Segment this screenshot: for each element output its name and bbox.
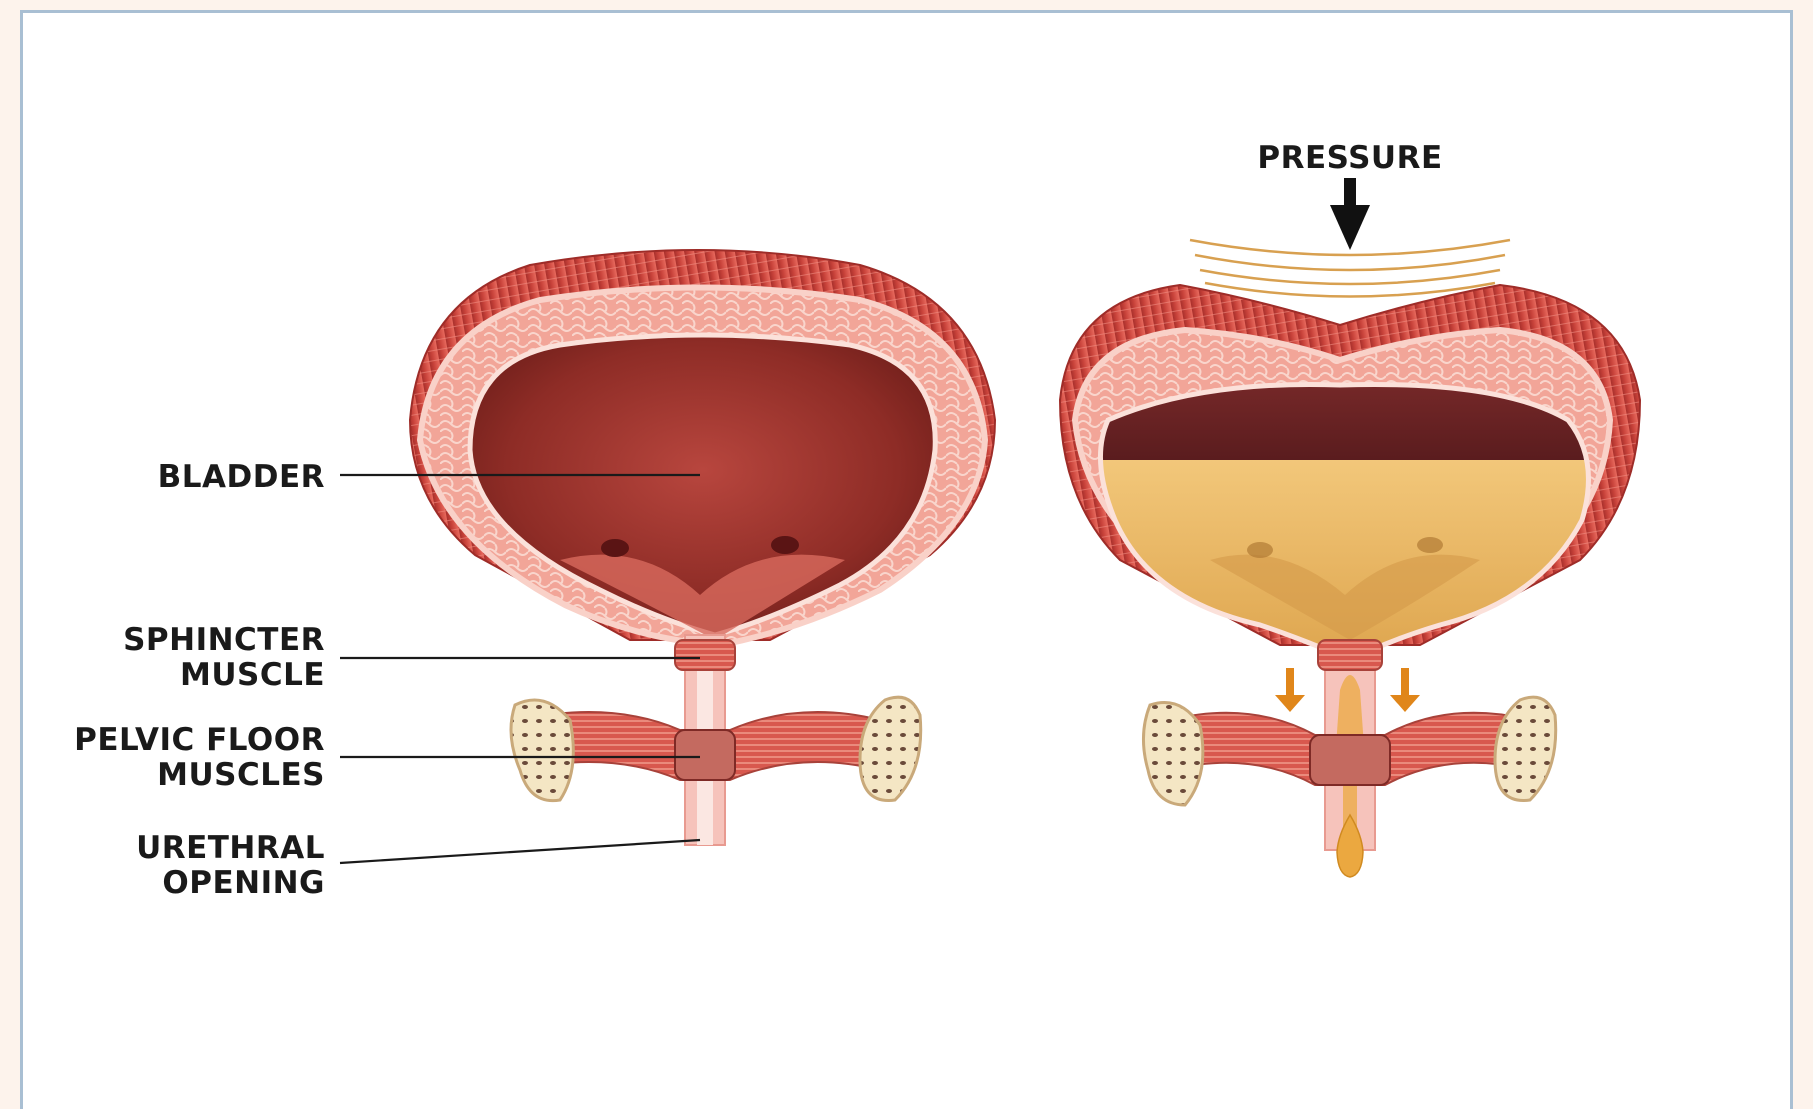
normal-bladder — [410, 250, 995, 845]
label-urethral: URETHRAL OPENING — [136, 830, 700, 901]
sphincter-label-line1: SPHINCTER — [123, 622, 325, 658]
arrow-down-icon — [1390, 668, 1420, 712]
arrow-down-icon — [1275, 668, 1305, 712]
pressure-label: PRESSURE — [1257, 140, 1442, 176]
label-sphincter: SPHINCTER MUSCLE — [123, 622, 700, 693]
urethral-label-line2: OPENING — [162, 865, 325, 901]
bladder-label: BLADDER — [158, 459, 325, 495]
urethral-label-line1: URETHRAL — [136, 830, 325, 866]
stressed-bladder — [1060, 178, 1640, 877]
pelvic-label-line2: MUSCLES — [157, 757, 325, 793]
urethral-leader-line — [340, 840, 700, 863]
pelvic-label-line1: PELVIC FLOOR — [74, 722, 325, 758]
pressure-arrow-icon — [1330, 178, 1370, 250]
sphincter-label-line2: MUSCLE — [180, 657, 325, 693]
